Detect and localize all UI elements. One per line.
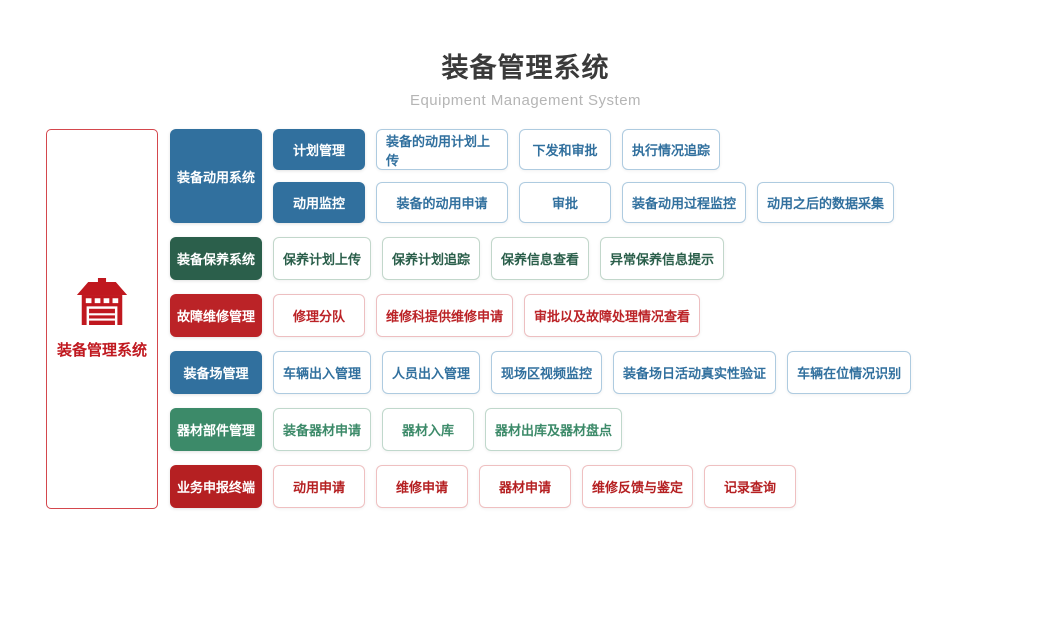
node-repair-application: 维修申请: [376, 465, 468, 508]
node-equipment-material-request: 装备器材申请: [273, 408, 372, 451]
node-mobilization-request: 装备的动用申请: [376, 182, 508, 223]
page-title: 装备管理系统: [441, 53, 610, 83]
node-activity-authenticity-verification: 装备场日活动真实性验证: [613, 351, 777, 394]
row-repair-management: 故障维修管理 修理分队 维修科提供维修申请 审批以及故障处理情况查看: [170, 294, 911, 337]
node-material-inbound: 器材入库: [382, 408, 475, 451]
node-maintenance-plan-tracking: 保养计划追踪: [382, 237, 481, 280]
node-process-monitoring: 装备动用过程监控: [622, 182, 747, 223]
header: 装备管理系统 Equipment Management System: [0, 46, 1051, 109]
group-plan-management: 计划管理 装备的动用计划上传 下发和审批 执行情况追踪: [273, 129, 894, 170]
node-vehicle-presence-recognition: 车辆在位情况识别: [787, 351, 912, 394]
row-mobilization-system: 装备动用系统 计划管理 装备的动用计划上传 下发和审批 执行情况追踪 动用监控 …: [170, 129, 911, 223]
node-approval: 审批: [519, 182, 611, 223]
row-maintenance-system: 装备保养系统 保养计划上传 保养计划追踪 保养信息查看 异常保养信息提示: [170, 237, 911, 280]
category-mobilization-system: 装备动用系统: [170, 129, 262, 223]
category-depot-management: 装备场管理: [170, 351, 262, 394]
subcategory-plan-management: 计划管理: [273, 129, 365, 170]
node-abnormal-maintenance-alert: 异常保养信息提示: [600, 237, 725, 280]
node-issue-approval: 下发和审批: [519, 129, 611, 170]
root-node-equipment-management-system: 装备管理系统: [46, 129, 158, 509]
node-repair-feedback-appraisal: 维修反馈与鉴定: [582, 465, 694, 508]
category-equipment-parts-management: 器材部件管理: [170, 408, 262, 451]
node-vehicle-access-management: 车辆出入管理: [273, 351, 372, 394]
node-approval-fault-handling-view: 审批以及故障处理情况查看: [524, 294, 701, 337]
row-equipment-parts-management: 器材部件管理 装备器材申请 器材入库 器材出库及器材盘点: [170, 408, 911, 451]
subsystem-rows: 装备动用系统 计划管理 装备的动用计划上传 下发和审批 执行情况追踪 动用监控 …: [170, 129, 912, 509]
category-repair-management: 故障维修管理: [170, 294, 262, 337]
node-repair-unit: 修理分队: [273, 294, 365, 337]
root-node-label: 装备管理系统: [56, 342, 147, 359]
node-maintenance-plan-upload: 保养计划上传: [273, 237, 372, 280]
mobilization-groups: 计划管理 装备的动用计划上传 下发和审批 执行情况追踪 动用监控 装备的动用申请…: [273, 129, 895, 223]
warehouse-icon: [76, 278, 128, 330]
node-data-collection: 动用之后的数据采集: [757, 182, 895, 223]
node-record-query: 记录查询: [704, 465, 797, 508]
group-mobilization-monitoring: 动用监控 装备的动用申请 审批 装备动用过程监控 动用之后的数据采集: [273, 182, 895, 223]
subcategory-mobilization-monitoring: 动用监控: [273, 182, 365, 223]
node-repair-request-by-dept: 维修科提供维修申请: [376, 294, 514, 337]
node-plan-upload: 装备的动用计划上传: [376, 129, 508, 170]
system-diagram: 装备管理系统 装备动用系统 计划管理 装备的动用计划上传 下发和审批 执行情况追…: [46, 129, 912, 509]
node-material-application: 器材申请: [479, 465, 571, 508]
node-maintenance-info-view: 保养信息查看: [491, 237, 590, 280]
category-business-declaration-terminal: 业务申报终端: [170, 465, 262, 508]
node-mobilization-application: 动用申请: [273, 465, 365, 508]
row-depot-management: 装备场管理 车辆出入管理 人员出入管理 现场区视频监控 装备场日活动真实性验证 …: [170, 351, 912, 394]
row-business-declaration-terminal: 业务申报终端 动用申请 维修申请 器材申请 维修反馈与鉴定 记录查询: [170, 465, 911, 508]
category-maintenance-system: 装备保养系统: [170, 237, 262, 280]
node-material-outbound-inventory: 器材出库及器材盘点: [485, 408, 623, 451]
node-personnel-access-management: 人员出入管理: [382, 351, 481, 394]
page-subtitle: Equipment Management System: [409, 92, 642, 109]
node-execution-tracking: 执行情况追踪: [622, 129, 721, 170]
node-site-video-surveillance: 现场区视频监控: [491, 351, 603, 394]
